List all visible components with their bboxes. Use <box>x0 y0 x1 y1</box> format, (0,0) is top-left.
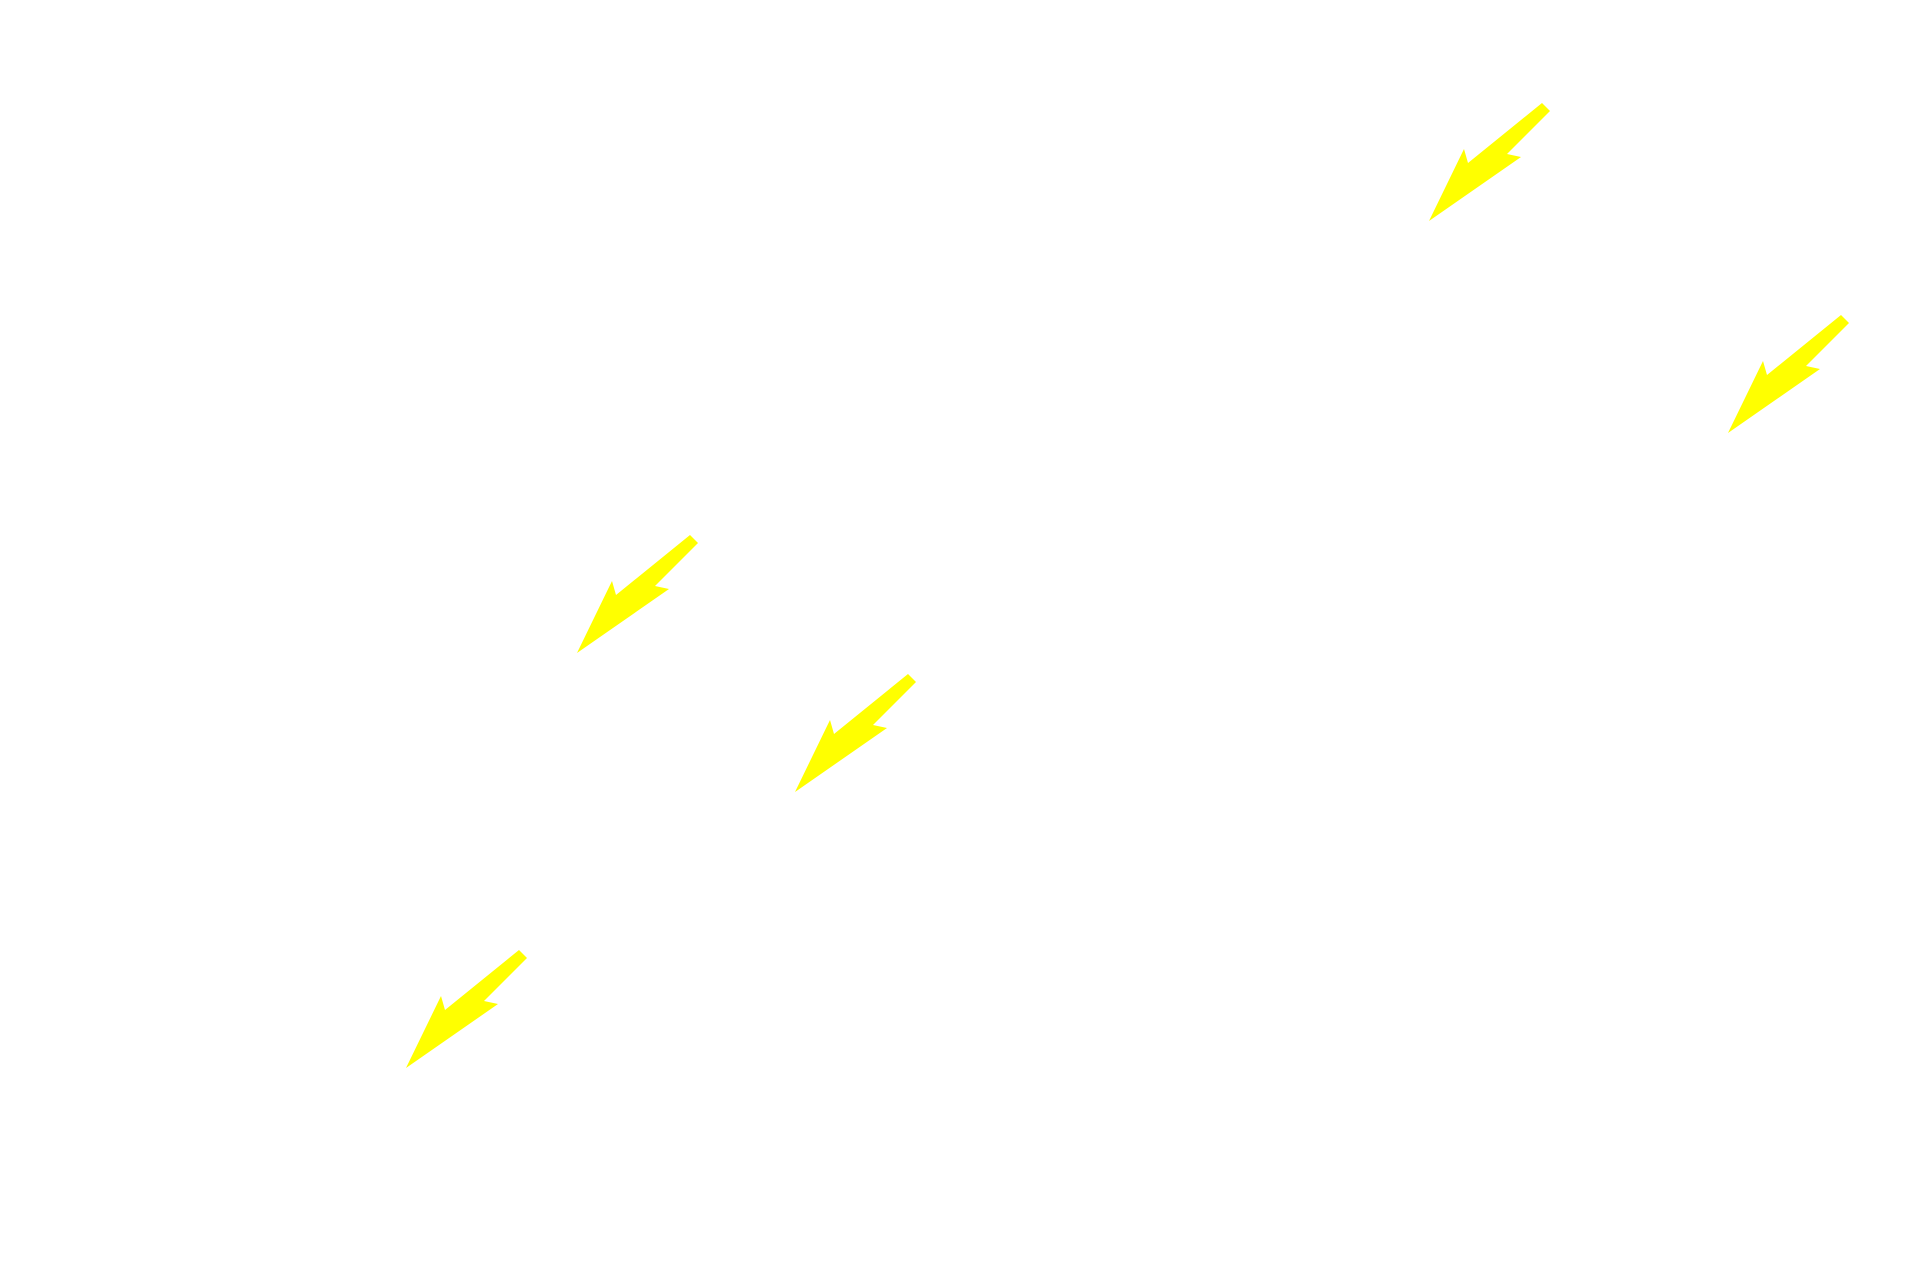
arrow-down-left-icon <box>795 674 916 792</box>
arrow-shape <box>1429 103 1550 221</box>
arrow-down-left-icon <box>1429 103 1550 221</box>
arrow-down-left-icon <box>406 950 527 1068</box>
arrow-shape <box>406 950 527 1068</box>
arrow-down-left-icon <box>577 535 698 653</box>
arrow-shape <box>795 674 916 792</box>
arrow-down-left-icon <box>1728 315 1849 433</box>
arrow-shape <box>1728 315 1849 433</box>
arrow-shape <box>577 535 698 653</box>
